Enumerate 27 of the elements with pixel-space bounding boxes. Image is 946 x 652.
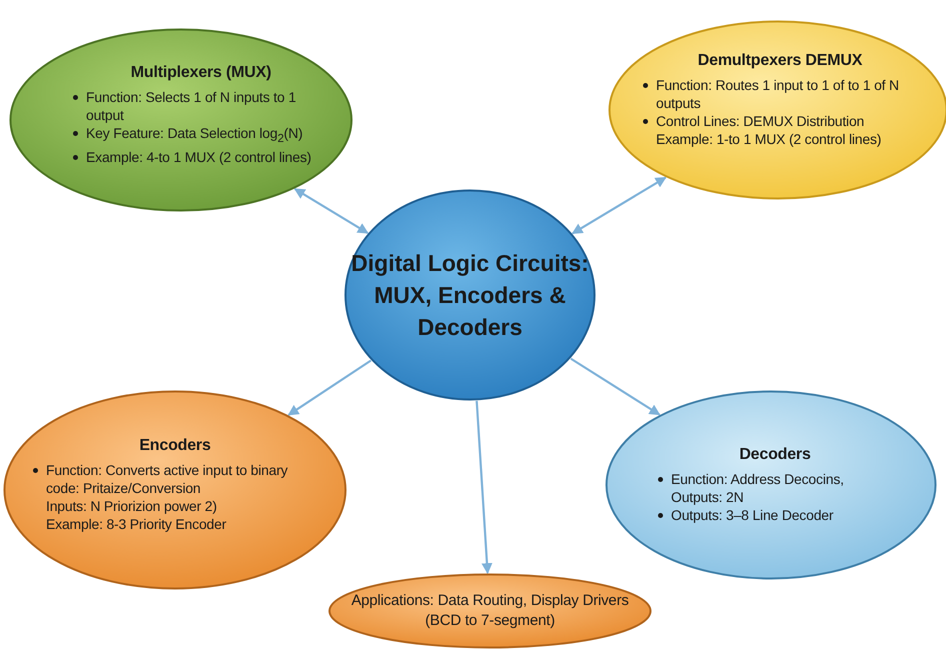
topic-ellipse [9,28,353,212]
node-heading: Digital Logic Circuits: MUX, Encoders & Decoders [350,249,590,342]
arrow [572,176,667,234]
node-heading: Demultpexers DEMUX [696,52,864,70]
bullet-text: Example: 4-to 1 MUX (2 control lines) [86,148,312,165]
node-heading: Multiplexers (MUX) [130,64,272,82]
bullet-text: Inputs: N Priorizion power 2) [45,497,218,515]
bullet-text: Function: Converts active input to binary code: Pritaize/Conversion [46,462,288,496]
central-ellipse [344,189,596,401]
bullet-text: Function: Selects 1 of N inputs to 1 output [86,89,296,124]
arrow [294,188,369,234]
bullet-text: Function: Routes 1 input to 1 of to 1 of N outputs [656,77,899,111]
arrow [476,400,492,574]
arrow [288,360,372,416]
bullet-text: Example: 8-3 Priority Encoder [45,515,228,533]
bullet-text: Outputs: 3–8 Line Decoder [671,507,834,523]
bullet-text: Control Lines: DEMUX Distribution [656,113,864,129]
node-text: Applications: Data Routing, Display Drivers (BCD to 7-segment) [350,591,630,631]
bullet-text: Key Feature: Data Selection log$_{2}$(N) [86,125,303,142]
arrow [570,358,660,416]
node-heading: Encoders [138,437,212,455]
bullet-text: Eunction: Address Decocins, Outputs: 2N [671,471,844,505]
topic-ellipse [3,390,347,590]
bullet-text: Example: 1-to 1 MUX (2 control lines) [655,130,882,148]
node-heading: Decoders [738,446,812,464]
topic-ellipse [328,573,652,649]
topic-ellipse [605,390,937,580]
